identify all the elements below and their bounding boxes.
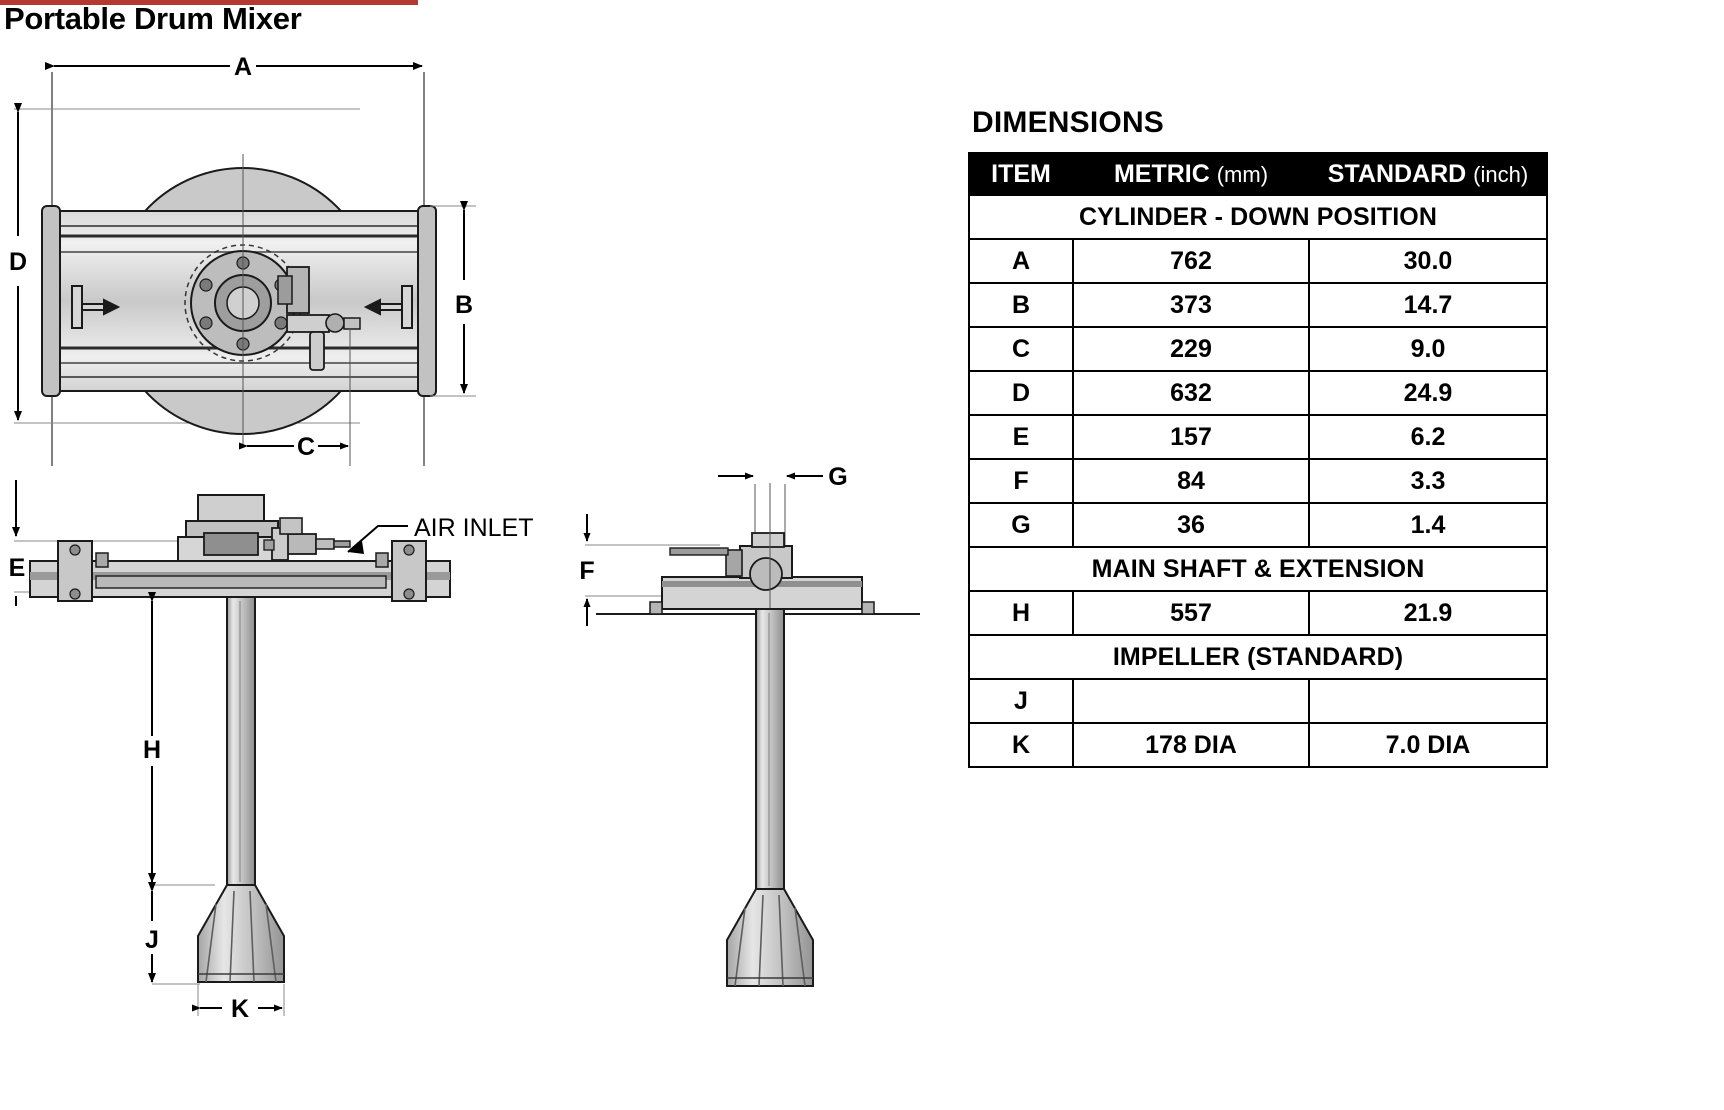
column-header-standard-unit: (inch) <box>1473 161 1529 187</box>
column-header-standard: STANDARD (inch) <box>1308 152 1548 196</box>
dim-label-b: B <box>455 291 473 319</box>
side-elevation-group: G F <box>579 463 920 987</box>
row-item: J <box>968 678 1074 724</box>
dimensions-panel: DIMENSIONS ITEM METRIC (mm) STANDARD (in… <box>968 106 1548 768</box>
dim-label-g: G <box>828 463 847 491</box>
dimensions-heading: DIMENSIONS <box>972 106 1165 139</box>
row-item: D <box>968 370 1074 416</box>
table-header-row: ITEM METRIC (mm) STANDARD (inch) <box>968 152 1548 196</box>
row-standard: 7.0 DIA <box>1308 722 1548 768</box>
row-metric: 557 <box>1072 590 1310 636</box>
row-item: H <box>968 590 1074 636</box>
row-metric: 373 <box>1072 282 1310 328</box>
drawings-svg: A D <box>9 53 920 1023</box>
dim-label-a: A <box>234 53 252 81</box>
header-accent-rule <box>0 0 418 5</box>
table-row: H 557 21.9 <box>968 590 1548 636</box>
table-row: E 157 6.2 <box>968 414 1548 460</box>
dimensions-table-body: CYLINDER - DOWN POSITION A 762 30.0 B 37… <box>968 194 1548 768</box>
row-item: B <box>968 282 1074 328</box>
table-row: K 178 DIA 7.0 DIA <box>968 722 1548 768</box>
section-header-row: CYLINDER - DOWN POSITION <box>968 194 1548 240</box>
section-title: IMPELLER (STANDARD) <box>968 634 1548 680</box>
dimensions-table: ITEM METRIC (mm) STANDARD (inch) CYLINDE… <box>968 152 1548 768</box>
row-standard: 24.9 <box>1308 370 1548 416</box>
section-header-row: MAIN SHAFT & EXTENSION <box>968 546 1548 592</box>
dimensions-table-head: ITEM METRIC (mm) STANDARD (inch) <box>968 152 1548 196</box>
air-inlet-callout-label: AIR INLET <box>414 514 533 542</box>
table-row: A 762 30.0 <box>968 238 1548 284</box>
dim-label-f: F <box>579 557 594 585</box>
table-row: J <box>968 678 1548 724</box>
technical-drawings: A D <box>0 36 950 1046</box>
row-item: E <box>968 414 1074 460</box>
row-metric <box>1072 678 1310 724</box>
column-header-item-label: ITEM <box>991 159 1051 188</box>
row-metric: 229 <box>1072 326 1310 372</box>
table-row: B 373 14.7 <box>968 282 1548 328</box>
dim-label-j: J <box>145 926 159 954</box>
column-header-metric-label: METRIC <box>1113 159 1210 188</box>
row-metric: 157 <box>1072 414 1310 460</box>
row-metric: 632 <box>1072 370 1310 416</box>
row-metric: 36 <box>1072 502 1310 548</box>
row-item: K <box>968 722 1074 768</box>
table-row: F 84 3.3 <box>968 458 1548 504</box>
row-metric: 84 <box>1072 458 1310 504</box>
table-row: G 36 1.4 <box>968 502 1548 548</box>
section-title: MAIN SHAFT & EXTENSION <box>968 546 1548 592</box>
row-metric: 178 DIA <box>1072 722 1310 768</box>
front-elevation-group: E <box>9 480 533 1023</box>
dim-label-c: C <box>297 433 315 461</box>
row-item: F <box>968 458 1074 504</box>
dim-label-e: E <box>9 554 26 582</box>
column-header-metric: METRIC (mm) <box>1072 152 1310 196</box>
column-header-item: ITEM <box>968 152 1074 196</box>
table-row: D 632 24.9 <box>968 370 1548 416</box>
section-title: CYLINDER - DOWN POSITION <box>968 194 1548 240</box>
row-standard <box>1308 678 1548 724</box>
row-standard: 21.9 <box>1308 590 1548 636</box>
row-standard: 9.0 <box>1308 326 1548 372</box>
page-title: Portable Drum Mixer <box>4 1 302 36</box>
row-standard: 30.0 <box>1308 238 1548 284</box>
row-item: A <box>968 238 1074 284</box>
dim-label-d: D <box>9 248 27 276</box>
row-item: G <box>968 502 1074 548</box>
table-row: C 229 9.0 <box>968 326 1548 372</box>
row-metric: 762 <box>1072 238 1310 284</box>
dim-label-h: H <box>143 736 161 764</box>
plan-view-group: A D <box>9 53 476 466</box>
dim-label-k: K <box>231 995 249 1023</box>
column-header-standard-label: STANDARD <box>1327 159 1467 188</box>
row-item: C <box>968 326 1074 372</box>
row-standard: 1.4 <box>1308 502 1548 548</box>
column-header-metric-unit: (mm) <box>1216 161 1269 187</box>
row-standard: 14.7 <box>1308 282 1548 328</box>
section-header-row: IMPELLER (STANDARD) <box>968 634 1548 680</box>
row-standard: 3.3 <box>1308 458 1548 504</box>
row-standard: 6.2 <box>1308 414 1548 460</box>
